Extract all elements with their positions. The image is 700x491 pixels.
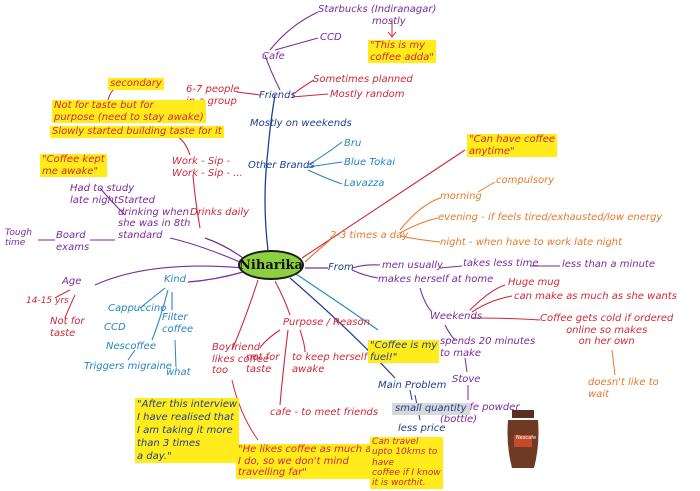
link-problem-quantity (410, 390, 412, 400)
node-kind: Kind (164, 274, 186, 286)
node-cafe-meet: cafe - to meet friends (270, 407, 378, 419)
node-cafe: Cafe (262, 51, 285, 63)
node-starbucks: Starbucks (Indiranagar) (318, 4, 436, 16)
node-age: Age (62, 276, 81, 288)
node-kind-ccd: CCD (104, 322, 126, 334)
link-from-men (352, 265, 380, 268)
node-after-interview: "After this interview I have realised th… (135, 398, 239, 463)
node-nescoffee: Nescoffee (106, 341, 156, 353)
link-men-takes (440, 266, 462, 268)
center-label: Niharika (239, 258, 303, 273)
link-filter-what (175, 340, 176, 367)
node-bru: Bru (344, 138, 361, 150)
link-center-purpose (275, 281, 290, 315)
link-weekends-canmake (472, 296, 512, 312)
link-weekends-huge (470, 285, 505, 310)
jar-label: Nescafe (516, 436, 536, 442)
link-from-makes (352, 270, 378, 278)
node-fuel: "Coffee is my fuel!" (368, 340, 439, 363)
node-takes-less: takes less time (463, 258, 539, 270)
node-purpose: Purpose / Reason (283, 317, 370, 329)
node-not-for-taste-3: not for taste (246, 352, 279, 375)
node-not-taste-2: Not for taste (50, 316, 84, 339)
node-blue-tokai: Blue Tokai (344, 157, 395, 169)
node-doesnt-like: doesn't like to wait (588, 377, 659, 400)
node-age-range: 14-15 yrs (26, 296, 69, 306)
node-can-make: can make as much as she wants (514, 291, 677, 303)
node-filter: Filter coffee (162, 312, 193, 335)
node-started: Started drinking when she was in 8th sta… (118, 195, 191, 241)
node-migraine: Triggers migraine (84, 361, 172, 373)
link-purpose-cafe (280, 330, 288, 405)
node-huge-mug: Huge mug (508, 277, 560, 289)
node-cappuccino: Cappuccino (108, 303, 166, 315)
node-times: 2-3 times a day (330, 230, 408, 242)
node-kept-awake: "Coffee kept me awake" (40, 154, 107, 177)
node-other-brands: Other Brands (248, 160, 315, 172)
link-cold-wait (612, 350, 615, 375)
node-less-price: less price (398, 423, 445, 435)
link-drinks-work (193, 175, 200, 228)
link-times-morning (400, 198, 440, 230)
node-ccd: CCD (320, 32, 342, 44)
node-friends: Friends (259, 90, 296, 102)
node-anytime: "Can have coffee anytime" (467, 134, 557, 157)
node-stove: Stove (452, 374, 480, 386)
node-work-sip: Work - Sip - Work - Sip - ... (172, 156, 243, 179)
node-main-problem: Main Problem (378, 380, 446, 392)
node-weekends: Mostly on weekends (250, 118, 352, 130)
link-brands-lavazza (308, 170, 342, 184)
node-cold: Coffee gets cold if ordered online so ma… (540, 313, 673, 348)
node-weekends-right: Weekends (430, 311, 482, 323)
node-night: night - when have to work late night (440, 237, 622, 249)
node-tough: Tough time (5, 228, 32, 249)
node-likes-coffee: "He likes coffee as much as I do, so we … (236, 444, 379, 479)
node-mostly-random: Mostly random (330, 89, 405, 101)
link-friends-people (237, 92, 260, 95)
node-makes-home: makes herself at home (378, 274, 493, 286)
node-board: Board exams (56, 230, 89, 253)
node-not-for-taste: Not for taste but for purpose (need to s… (52, 100, 206, 123)
node-drinks-daily: Drinks daily (190, 207, 249, 219)
link-weekends-cold (472, 318, 540, 320)
node-what: what (166, 367, 191, 379)
node-adda: "This is my coffee adda" (368, 40, 436, 63)
link-purpose-keep (300, 330, 305, 352)
node-men-usually: men usually (382, 260, 443, 272)
node-compulsory: compulsory (496, 175, 554, 187)
node-slowly: Slowly started building taste for it (50, 126, 224, 138)
node-mostly: mostly (372, 16, 406, 28)
link-spends-stove (465, 358, 467, 372)
node-morning: morning (440, 191, 482, 203)
node-secondary: secondary (108, 78, 164, 90)
node-small-quantity: small quantity (392, 403, 470, 415)
center-node: Niharika (238, 250, 304, 280)
link-makes-weekends (420, 288, 432, 312)
node-from: From (328, 262, 354, 274)
link-center-kind (188, 272, 243, 282)
link-work-taste (175, 135, 190, 155)
node-less-minute: less than a minute (562, 259, 655, 271)
link-center-times (305, 240, 330, 262)
node-evening: evening - if feels tired/exhausted/low e… (438, 212, 662, 224)
node-travel: Can travel upto 10kms to have coffee if … (370, 437, 443, 489)
link-friends-random (292, 94, 328, 97)
node-sometimes-planned: Sometimes planned (313, 74, 413, 86)
node-lavazza: Lavazza (344, 178, 384, 190)
node-keep-awake: to keep herself awake (292, 352, 367, 375)
link-center-boyfriend (232, 280, 258, 350)
link-center-started (170, 238, 240, 262)
link-cafe-ccd (275, 38, 318, 50)
node-spends: spends 20 minutes to make (440, 336, 535, 359)
